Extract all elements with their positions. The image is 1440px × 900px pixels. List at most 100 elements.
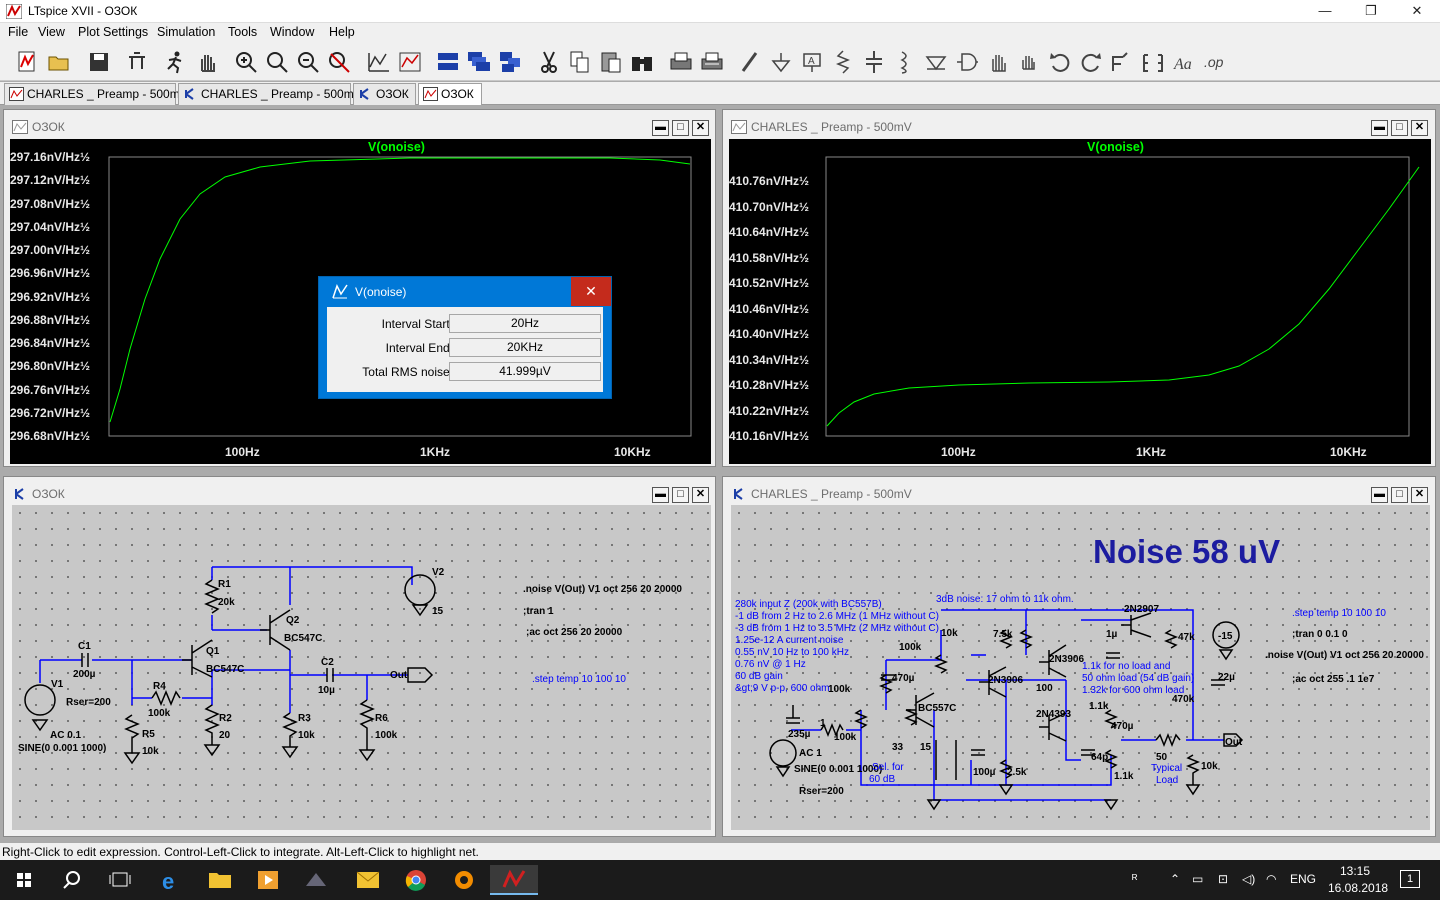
tab-ozok-plot[interactable]: ОЗОК: [418, 83, 482, 105]
noise-headline[interactable]: Noise 58 uV: [1093, 533, 1281, 570]
part-bc557c[interactable]: BC557C: [918, 703, 957, 714]
move-hand-icon[interactable]: [985, 49, 1011, 75]
pane-maximize-button[interactable]: □: [672, 120, 689, 136]
load-note-3[interactable]: 1.32k for 600 ohm load: [1082, 685, 1185, 696]
clock-date[interactable]: 16.08.2018: [1328, 881, 1389, 895]
restore-button[interactable]: ❐: [1365, 3, 1377, 18]
part-load[interactable]: Load: [1156, 775, 1179, 786]
label-v1[interactable]: V1: [51, 679, 64, 690]
noise-note[interactable]: 3dB noise: 17 ohm to 11k ohm.: [936, 594, 1074, 605]
pane-close-button[interactable]: ✕: [1411, 120, 1428, 136]
component-icon[interactable]: [954, 49, 980, 75]
directive-ac[interactable]: ;ac oct 255 .1 1e7: [1292, 674, 1375, 685]
label-ac[interactable]: AC 0.1: [50, 730, 82, 741]
part-r100k-a[interactable]: 100k: [899, 642, 922, 653]
mirror-icon[interactable]: [1140, 49, 1166, 75]
part-c235u[interactable]: 235µ: [788, 729, 811, 740]
part-r100k-b[interactable]: 100k: [828, 684, 851, 695]
label-r6[interactable]: R6: [375, 713, 388, 724]
schematic-canvas[interactable]: Noise 58 uV 280k input Z (200k with BC55…: [731, 505, 1430, 830]
label-r1-value[interactable]: 20k: [218, 597, 235, 608]
diode-icon[interactable]: [923, 49, 949, 75]
total-rms-noise-field[interactable]: 41.999µV: [449, 362, 601, 381]
part-c22u[interactable]: 22µ: [1218, 672, 1235, 683]
pane-close-button[interactable]: ✕: [692, 487, 709, 503]
part-typical[interactable]: Typical: [1151, 763, 1183, 774]
part-ac1[interactable]: AC 1: [799, 748, 822, 759]
directive-step[interactable]: .step temp 10 100 10: [1292, 608, 1386, 619]
label-q2[interactable]: Q2: [286, 615, 300, 626]
settings-app-icon[interactable]: [440, 865, 488, 895]
load-note-2[interactable]: 50 ohm load (54 dB gain): [1082, 673, 1195, 684]
search-icon[interactable]: [48, 865, 96, 895]
part-r1-1k-b[interactable]: 1.1k: [1114, 771, 1134, 782]
label-r5[interactable]: R5: [142, 729, 155, 740]
zoom-out-icon[interactable]: [295, 49, 321, 75]
part-c64p[interactable]: 64p: [1091, 752, 1109, 763]
tab-ozok-schematic[interactable]: ОЗОК: [353, 83, 416, 105]
part-r47k[interactable]: 47k: [1178, 632, 1195, 643]
label-r4[interactable]: R4: [153, 681, 166, 692]
autorange-icon[interactable]: [366, 49, 392, 75]
part-sine[interactable]: SINE(0 0.001 1000): [794, 764, 883, 775]
menu-simulation[interactable]: Simulation: [157, 25, 216, 39]
task-view-icon[interactable]: [96, 865, 144, 895]
label-c2-value[interactable]: 10µ: [318, 685, 335, 696]
mail-icon[interactable]: [344, 865, 392, 895]
trace-label[interactable]: V(onoise): [1087, 140, 1144, 154]
label-q1[interactable]: Q1: [206, 646, 220, 657]
chevron-up-icon[interactable]: ⌃: [1170, 872, 1181, 886]
label-rser[interactable]: Rser=200: [66, 697, 111, 708]
minimize-button[interactable]: —: [1318, 3, 1332, 18]
pane-minimize-button[interactable]: ▬: [652, 120, 669, 136]
rotate-icon[interactable]: [1109, 49, 1135, 75]
pane-minimize-button[interactable]: ▬: [1371, 120, 1388, 136]
undo-icon[interactable]: [1047, 49, 1073, 75]
find-icon[interactable]: [629, 49, 655, 75]
language-indicator[interactable]: ENG: [1290, 872, 1317, 886]
inductor-icon[interactable]: [892, 49, 918, 75]
label-r2-value[interactable]: 20: [219, 730, 231, 741]
part-r15[interactable]: 15: [920, 742, 932, 753]
menu-view[interactable]: View: [38, 25, 65, 39]
interval-end-field[interactable]: 20KHz: [449, 338, 601, 357]
ground-icon[interactable]: [768, 49, 794, 75]
copy-icon[interactable]: [567, 49, 593, 75]
wifi-icon[interactable]: ◠: [1266, 872, 1277, 886]
dialog-close-button[interactable]: ✕: [571, 277, 611, 306]
part-r100[interactable]: 100: [1036, 683, 1053, 694]
part-2n2907[interactable]: 2N2907: [1124, 604, 1160, 615]
clock-time[interactable]: 13:15: [1340, 864, 1371, 878]
pane-close-button[interactable]: ✕: [1411, 487, 1428, 503]
part-rser[interactable]: Rser=200: [799, 786, 844, 797]
directive-step[interactable]: .step temp 10 100 10: [532, 674, 626, 685]
plot-settings-icon[interactable]: [397, 49, 423, 75]
cut-icon[interactable]: [536, 49, 562, 75]
part-sel-60db[interactable]: 60 dB: [869, 774, 896, 785]
tab-charles-plot[interactable]: CHARLES _ Preamp - 500mV: [4, 83, 188, 105]
redo-icon[interactable]: [1078, 49, 1104, 75]
volume-icon[interactable]: ◁): [1242, 872, 1256, 886]
media-player-icon[interactable]: [244, 865, 292, 895]
pane-minimize-button[interactable]: ▬: [652, 487, 669, 503]
directive-tran[interactable]: ;tran 0 0.1 0: [1292, 629, 1348, 640]
part-sel-for[interactable]: Sel. for: [872, 762, 904, 773]
drag-hand-icon[interactable]: [1016, 49, 1042, 75]
notifications-icon[interactable]: 1: [1400, 870, 1420, 888]
label-r2[interactable]: R2: [219, 713, 232, 724]
print-icon[interactable]: [699, 49, 725, 75]
menu-window[interactable]: Window: [270, 25, 315, 39]
part-2n3906-b[interactable]: 2N3906: [1049, 654, 1085, 665]
part-c470u[interactable]: 470µ: [892, 673, 915, 684]
start-button[interactable]: [0, 865, 48, 895]
draw-wire-icon[interactable]: [737, 49, 763, 75]
label-sine[interactable]: SINE(0 0.001 1000): [18, 743, 107, 754]
tab-charles-schematic[interactable]: CHARLES _ Preamp - 500mV: [178, 83, 362, 105]
people-icon[interactable]: ᴿ: [1132, 872, 1138, 886]
part-2n3906-a[interactable]: 2N3906: [988, 675, 1024, 686]
close-button[interactable]: ✕: [1411, 3, 1423, 18]
part-r2-5k[interactable]: 2.5k: [1007, 767, 1027, 778]
label-v2-value[interactable]: 15: [432, 606, 444, 617]
capacitor-icon[interactable]: [861, 49, 887, 75]
